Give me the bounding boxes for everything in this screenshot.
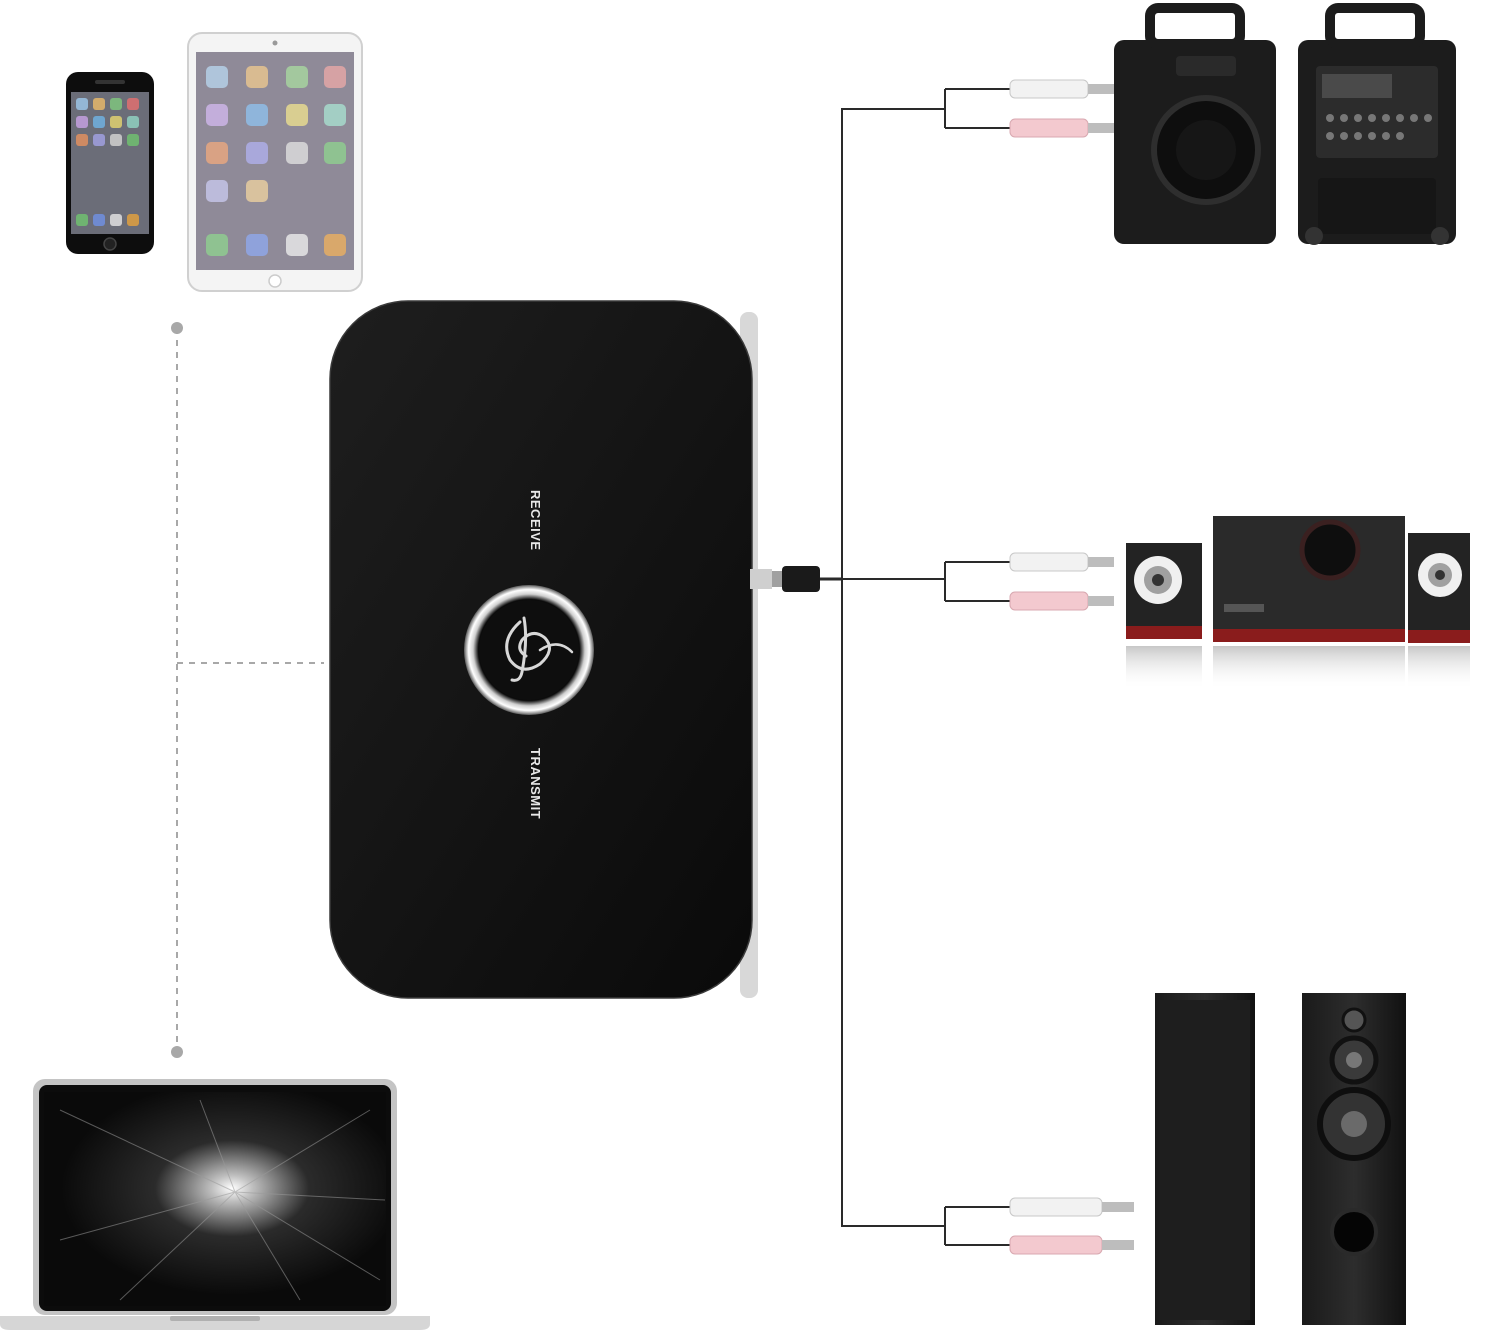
rca-plugs-top	[1009, 79, 1114, 138]
rca-plugs-middle	[1009, 552, 1114, 611]
transmit-label: TRANSMIT	[528, 748, 543, 819]
smartphone-icon	[66, 72, 154, 254]
laptop-icon	[0, 1079, 430, 1330]
tower-speaker-icon	[1155, 993, 1406, 1325]
pa-speaker-icon	[1114, 3, 1456, 245]
tablet-icon	[187, 32, 363, 292]
multifunction-button[interactable]	[464, 585, 594, 715]
treble-clef-icon	[505, 616, 574, 682]
rca-plugs-bottom	[1009, 1197, 1134, 1255]
receive-label: RECEIVE	[528, 490, 543, 551]
bluetooth-transceiver: RECEIVE TRANSMIT	[329, 300, 842, 999]
wireless-link-lines	[171, 322, 324, 1058]
subwoofer-system-icon	[1126, 516, 1470, 690]
output-wiring	[841, 88, 1010, 1246]
audio-jack-plug	[750, 566, 842, 592]
